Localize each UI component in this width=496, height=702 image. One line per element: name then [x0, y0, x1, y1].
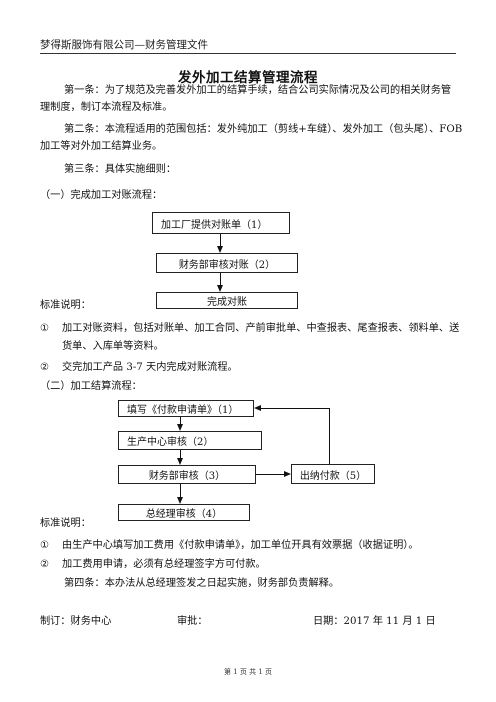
flow-box-label: 财务部审核对账（2）	[178, 259, 276, 271]
flow-connector	[256, 474, 284, 475]
article-1-line-1: 第一条：为了规范及完善发外加工的结算手续，结合公司实际情况及公司的相关财务管	[64, 85, 452, 96]
flow-loop-connector	[261, 408, 330, 409]
flow-box-gm-review: 总经理审核（4）	[118, 504, 250, 521]
note-number: ②	[40, 559, 50, 570]
flow-box-cashier-payment: 出纳付款（5）	[291, 464, 375, 484]
article-2-line-1: 第二条：本流程适用的范围包括：发外纯加工（剪线+车缝）、发外加工（包头尾）、FO…	[64, 124, 463, 135]
flow-connector	[220, 234, 221, 247]
arrow-down-icon	[176, 458, 183, 465]
article-3: 第三条：具体实施细则：	[64, 164, 177, 175]
flow-box-label: 总经理审核（4）	[145, 509, 223, 520]
flow-connector	[180, 450, 181, 459]
arrow-down-icon	[216, 285, 223, 292]
arrow-down-icon	[176, 497, 183, 504]
flow-connector	[220, 273, 221, 286]
flow-box-reconcile-complete: 完成对账	[156, 292, 298, 309]
flow-box-finance-review: 财务部审核（3）	[118, 465, 256, 484]
document-title: 发外加工结算管理流程	[178, 70, 318, 86]
arrow-left-icon	[254, 404, 261, 411]
flow-box-factory-statement: 加工厂提供对账单（1）	[152, 212, 290, 234]
flow-connector	[180, 484, 181, 498]
section-1-standard-label: 标准说明：	[40, 300, 91, 311]
section-2-heading: （二）加工结算流程：	[40, 381, 142, 392]
flow-box-label: 完成对账	[207, 297, 247, 308]
note-text: 加工费用申请，必须有总经理签字方可付款。	[62, 559, 266, 570]
note-text: 货单、入库单等资料。	[62, 341, 164, 352]
header-divider	[40, 53, 456, 54]
article-2-line-2: 加工等对外加工结算业务。	[40, 141, 163, 152]
flow-box-label: 生产中心审核（2）	[127, 437, 214, 448]
section-2-standard-label: 标准说明：	[40, 518, 91, 529]
issue-date: 日期：2017 年 11 月 1 日	[313, 616, 436, 627]
flow-box-label: 加工厂提供对账单（1）	[161, 219, 268, 231]
arrow-right-icon	[284, 470, 291, 477]
approved-by: 审批：	[177, 616, 208, 627]
flow-box-label: 填写《付款申请单》（1）	[127, 405, 239, 416]
arrow-down-icon	[176, 424, 183, 431]
flow-box-label: 财务部审核（3）	[148, 471, 226, 482]
flow-connector	[180, 417, 181, 425]
note-number: ②	[40, 362, 50, 373]
note-number: ①	[40, 323, 50, 334]
flow-box-label: 出纳付款（5）	[299, 470, 367, 482]
note-text: 加工对账资料，包括对账单、加工合同、产前审批单、中查报表、尾查报表、领料单、送	[62, 323, 460, 334]
note-number: ①	[40, 540, 50, 551]
article-4: 第四条：本办法从总经理签发之日起实施，财务部负责解释。	[64, 578, 340, 589]
section-1-heading: （一）完成加工对账流程：	[40, 190, 163, 201]
flow-loop-connector	[329, 408, 330, 464]
article-1-line-2: 理制度，制订本流程及标准。	[40, 102, 173, 113]
note-text: 交完加工产品 3-7 天内完成对账流程。	[62, 362, 238, 373]
flow-box-payment-request: 填写《付款申请单》（1）	[118, 400, 254, 417]
flow-box-finance-reconcile: 财务部审核对账（2）	[156, 253, 298, 273]
flow-box-production-review: 生产中心审核（2）	[118, 431, 262, 450]
arrow-down-icon	[216, 246, 223, 253]
page-footer: 第 1 页 共 1 页	[223, 668, 273, 676]
prepared-by: 制订：财务中心	[40, 616, 112, 627]
document-header: 梦得斯服饰有限公司—财务管理文件	[40, 39, 208, 51]
note-text: 由生产中心填写加工费用《付款申请单》，加工单位开具有效票据（收据证明）。	[62, 540, 419, 551]
